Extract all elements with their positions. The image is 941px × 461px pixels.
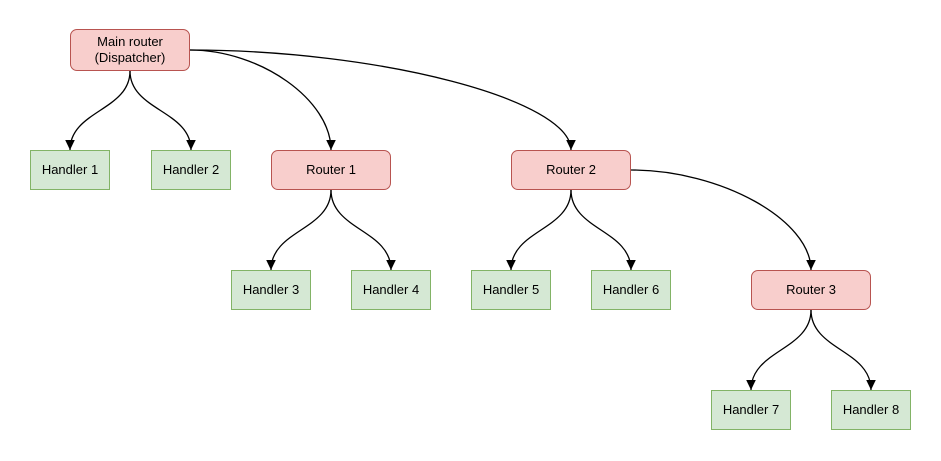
edge-router-1-to-handler-4 (330, 189, 396, 271)
edge-main-router-to-handler-1 (65, 70, 131, 151)
edge-router-3-to-handler-8 (810, 309, 876, 391)
node-main-router: Main router(Dispatcher) (70, 29, 190, 71)
node-label: Handler 1 (41, 162, 99, 177)
node-label: Main router (97, 34, 163, 49)
edge-router-2-to-handler-5 (506, 189, 572, 271)
node-handler-1: Handler 1 (30, 150, 110, 190)
node-label: Handler 8 (842, 402, 900, 417)
node-handler-4: Handler 4 (351, 270, 431, 310)
node-router-2: Router 2 (511, 150, 631, 190)
edge-router-2-to-handler-6 (570, 189, 636, 271)
node-handler-8: Handler 8 (831, 390, 911, 430)
node-label: Router 1 (306, 162, 356, 177)
node-label: Handler 2 (162, 162, 220, 177)
edge-main-router-to-router-1 (189, 49, 336, 151)
node-label: Router 2 (546, 162, 596, 177)
node-label: Router 3 (786, 282, 836, 297)
node-handler-2: Handler 2 (151, 150, 231, 190)
node-label: Handler 7 (722, 402, 780, 417)
node-label: (Dispatcher) (94, 50, 166, 65)
node-handler-6: Handler 6 (591, 270, 671, 310)
node-handler-7: Handler 7 (711, 390, 791, 430)
node-label: Handler 6 (602, 282, 660, 297)
edge-main-router-to-handler-2 (129, 70, 196, 151)
edge-router-3-to-handler-7 (746, 309, 812, 391)
node-router-1: Router 1 (271, 150, 391, 190)
edge-router-2-to-router-3 (630, 169, 816, 271)
node-handler-5: Handler 5 (471, 270, 551, 310)
node-label: Handler 3 (242, 282, 300, 297)
edge-main-router-to-router-2 (189, 49, 576, 151)
node-label: Handler 5 (482, 282, 540, 297)
node-label: Handler 4 (362, 282, 420, 297)
node-router-3: Router 3 (751, 270, 871, 310)
edge-router-1-to-handler-3 (266, 189, 332, 271)
node-handler-3: Handler 3 (231, 270, 311, 310)
